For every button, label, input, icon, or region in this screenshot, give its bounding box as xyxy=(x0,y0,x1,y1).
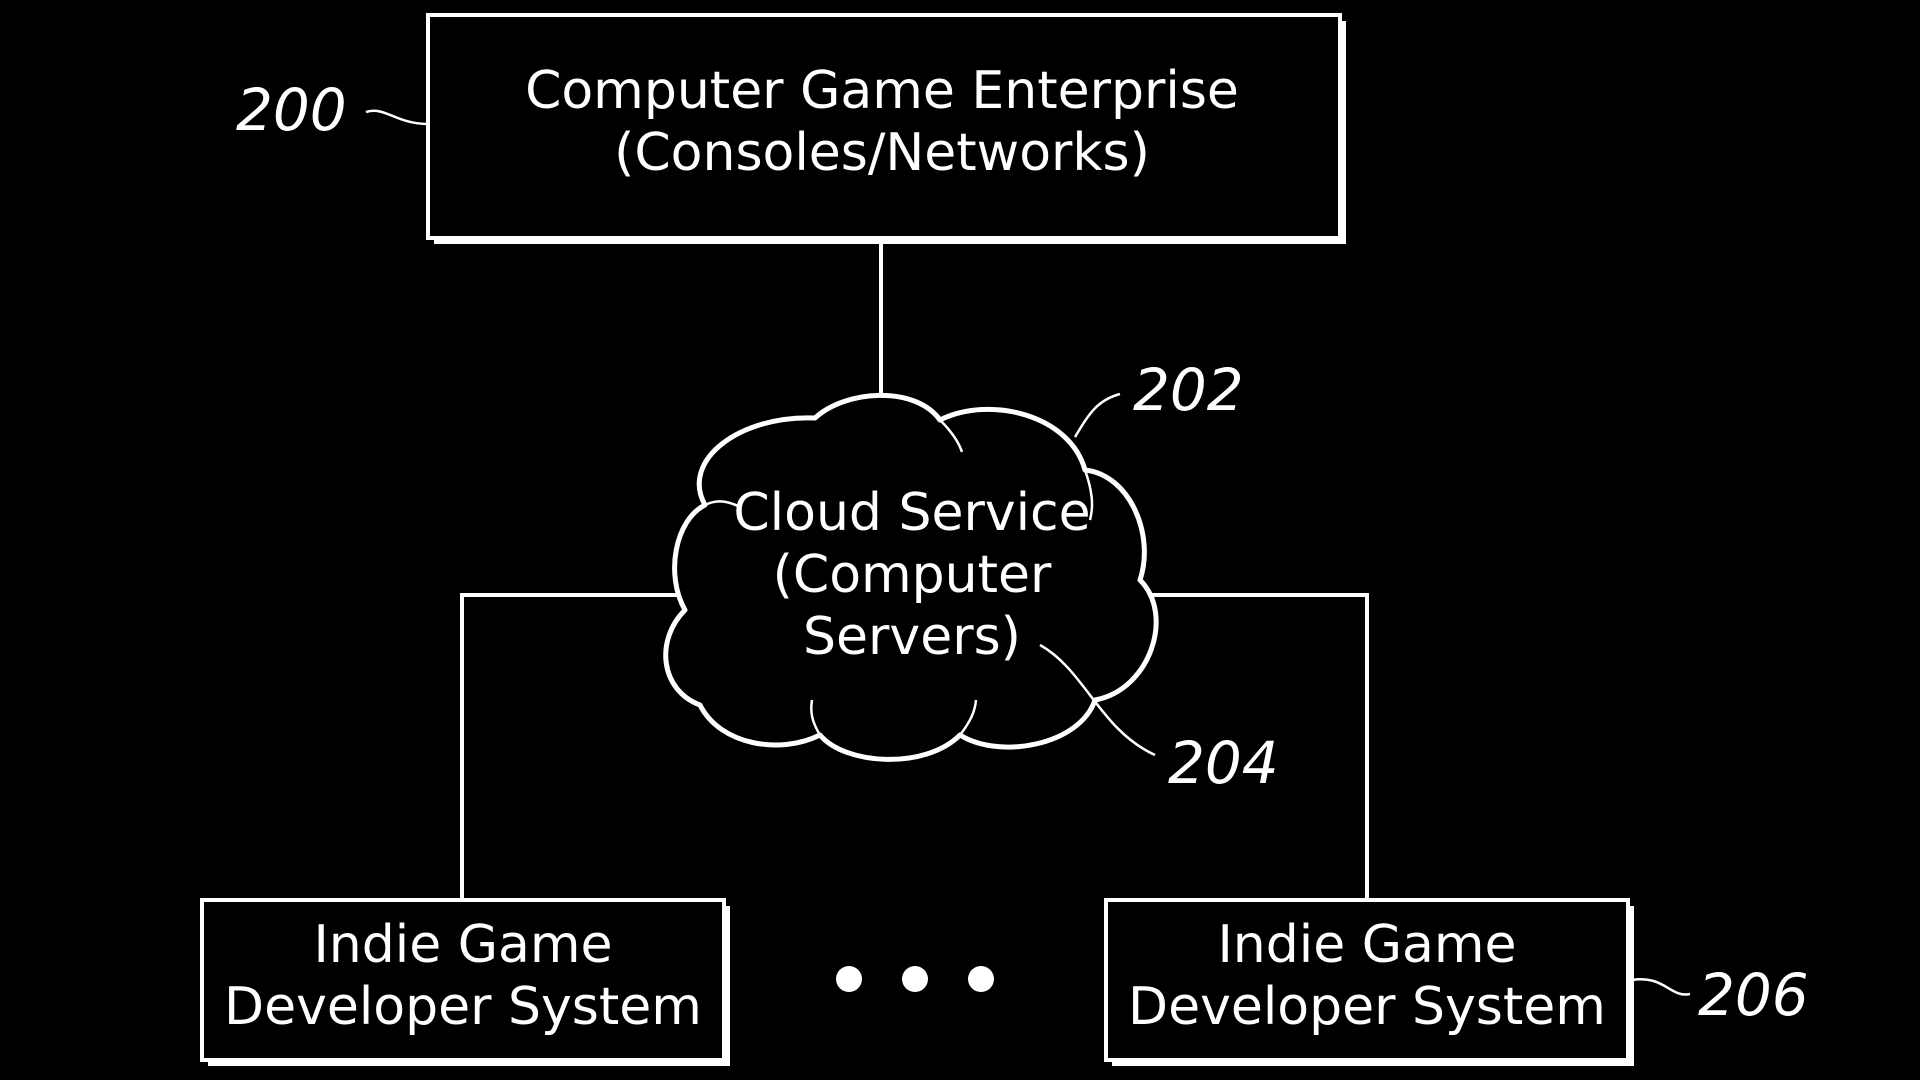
cloud-subtitle-2: Servers) xyxy=(803,607,1021,667)
cloud-title: Cloud Service xyxy=(733,483,1090,543)
connector-cloud-dev-right xyxy=(1145,593,1369,900)
leader-204 xyxy=(1039,643,1156,757)
ref-label-206: 206 xyxy=(1698,961,1809,1029)
dev-left-node: Indie Game Developer System xyxy=(200,898,730,1066)
ref-label-202: 202 xyxy=(1133,356,1244,424)
dev-right-title: Indie Game xyxy=(1217,915,1516,975)
leader-202 xyxy=(1073,392,1121,438)
dev-right-subtitle: Developer System xyxy=(1128,977,1606,1037)
dev-left-subtitle: Developer System xyxy=(224,977,702,1037)
cloud-node: Cloud Service (Computer Servers) xyxy=(663,392,1159,762)
enterprise-node: Computer Game Enterprise (Consoles/Netwo… xyxy=(426,13,1346,244)
ref-label-200: 200 xyxy=(236,76,347,144)
leader-200 xyxy=(365,109,429,126)
ellipsis-icon xyxy=(836,966,994,992)
leader-206 xyxy=(1631,978,1691,996)
enterprise-title: Computer Game Enterprise xyxy=(525,61,1239,121)
dev-right-node: Indie Game Developer System xyxy=(1104,898,1634,1066)
connector-cloud-dev-left xyxy=(460,593,690,900)
cloud-subtitle-1: (Computer xyxy=(773,545,1052,605)
ref-label-204: 204 xyxy=(1168,729,1279,797)
dev-left-title: Indie Game xyxy=(313,915,612,975)
enterprise-subtitle: (Consoles/Networks) xyxy=(614,123,1150,183)
